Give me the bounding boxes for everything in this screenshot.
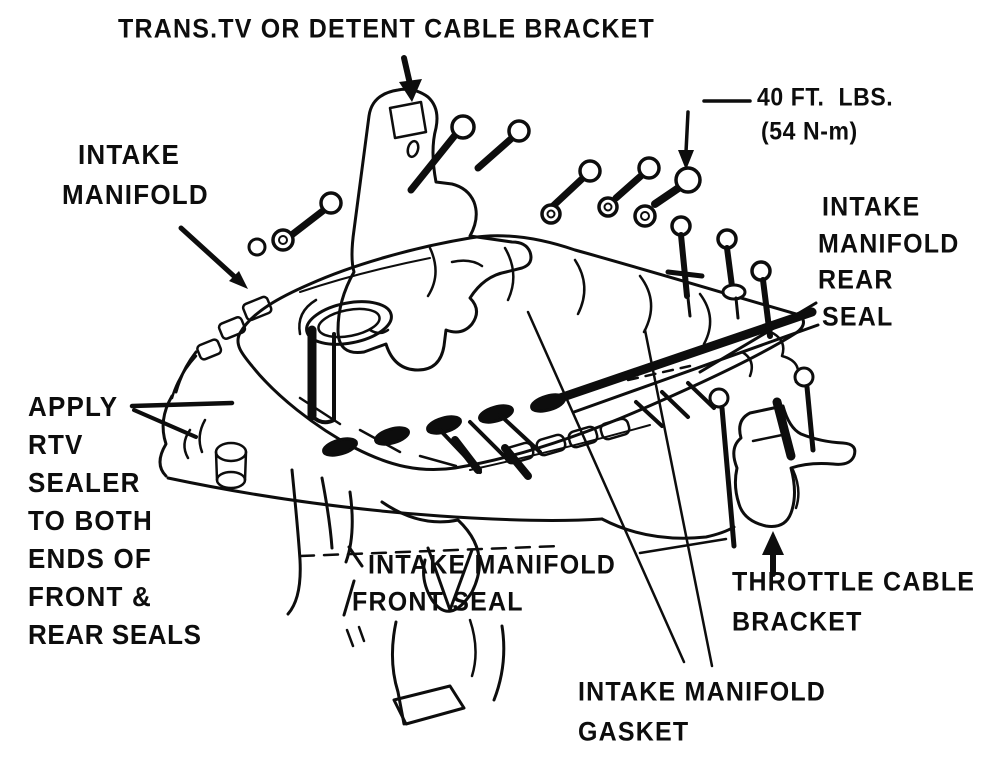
leader-gasket <box>526 310 714 668</box>
arrow-trans-tv-bracket <box>399 55 422 102</box>
label-gasket-line1: INTAKE MANIFOLD <box>578 676 827 708</box>
tv-bracket-drawing <box>336 87 533 372</box>
label-apply-rtv-line2: RTV <box>28 427 84 461</box>
label-apply-rtv-line7: REAR SEALS <box>28 617 202 651</box>
label-torque-line2: (54 N-m) <box>761 116 858 145</box>
label-apply-rtv-line1: APPLY <box>28 389 119 423</box>
label-apply-rtv-line4: TO BOTH <box>28 503 153 537</box>
label-throttle-line1: THROTTLE CABLE <box>732 566 976 598</box>
label-intake-manifold-line1: INTAKE <box>78 137 181 171</box>
label-throttle-line2: BRACKET <box>732 606 863 638</box>
intake-manifold-drawing <box>170 234 805 472</box>
label-front-seal-line2: FRONT SEAL <box>352 586 524 618</box>
label-apply-rtv-line6: FRONT & <box>28 579 152 613</box>
label-rear-seal-line4: SEAL <box>822 301 894 333</box>
gasket-drawing <box>322 393 651 471</box>
label-apply-rtv-line3: SEALER <box>28 465 141 499</box>
label-rear-seal-line1: INTAKE <box>822 191 921 223</box>
leader-apply-rtv <box>129 400 235 439</box>
label-apply-rtv-line5: ENDS OF <box>28 541 152 575</box>
throttle-bracket-drawing <box>708 366 857 549</box>
label-rear-seal-line3: REAR <box>818 264 894 296</box>
label-rear-seal-line2: MANIFOLD <box>818 228 960 260</box>
leader-front-seal <box>342 545 364 617</box>
leader-torque <box>678 99 752 170</box>
engine-block-drawing <box>158 350 736 726</box>
label-intake-manifold-line2: MANIFOLD <box>62 177 209 211</box>
leader-rear-seal <box>698 301 818 374</box>
label-trans-tv-bracket: TRANS.TV OR DETENT CABLE BRACKET <box>118 13 656 45</box>
label-gasket-line2: GASKET <box>578 716 690 748</box>
label-torque-line1: 40 FT. LBS. <box>757 82 894 111</box>
label-front-seal-line1: INTAKE MANIFOLD <box>368 549 617 581</box>
callout-arrows <box>129 55 818 668</box>
manifold-bolts-drawing <box>247 114 773 339</box>
arrow-intake-manifold <box>178 225 248 289</box>
arrow-throttle-bracket <box>762 531 784 577</box>
